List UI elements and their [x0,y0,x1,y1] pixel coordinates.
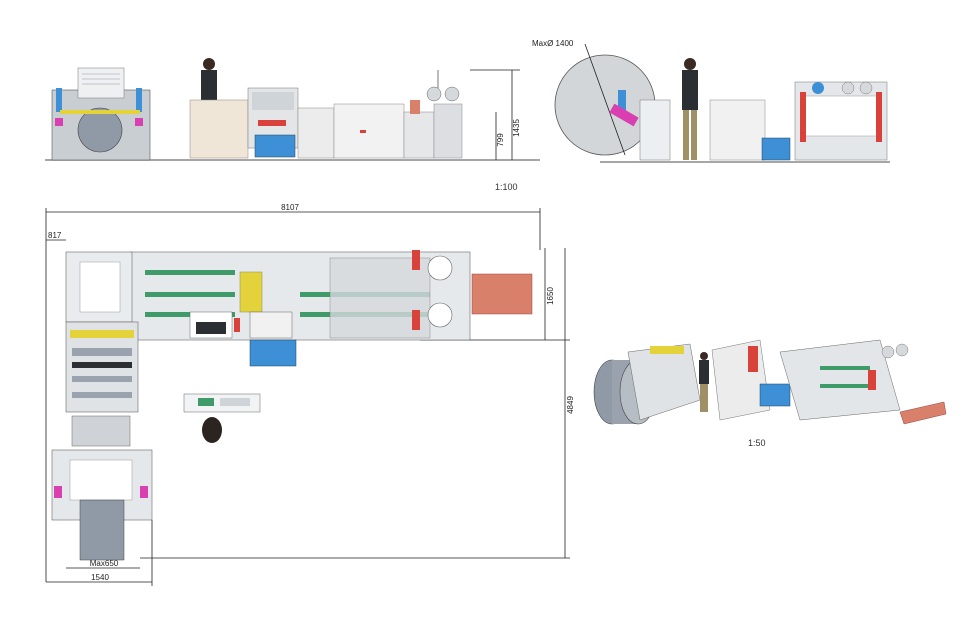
discharge-conveyor [471,273,533,315]
side-height-label: 1435 [512,119,521,137]
isometric-view [593,339,947,425]
unwind-width-label: 1540 [91,573,109,582]
operator-figure-side [682,58,698,160]
iso-discharge-conveyor [899,401,947,425]
plan-total-depth-label: 4849 [566,396,575,414]
plan-depth-label: 1650 [546,287,555,305]
plan-operator [202,417,222,443]
elevation-scale-label: 1:100 [495,182,518,192]
iso-blue-bin [759,383,791,407]
plan-view: 8107 817 1650 4849 [45,203,575,586]
plan-length-label: 8107 [281,203,299,212]
iso-operator [699,352,709,412]
roll-diameter-label: MaxØ 1400 [532,39,574,48]
unwind-roll-width-label: Max650 [90,559,119,568]
yellow-module [239,271,263,313]
unwind-roll [77,107,123,153]
plan-blue-bin [249,339,297,367]
blue-bin [254,134,296,158]
side-elevation-view: MaxØ 1400 [532,39,890,163]
front-elevation-view: 1435 799 [45,58,540,161]
isometric-scale-label: 1:50 [748,438,766,448]
side-mid-height-label: 799 [496,133,505,147]
plan-unwind-roll [79,499,125,561]
plan-offset-label: 817 [48,231,62,240]
